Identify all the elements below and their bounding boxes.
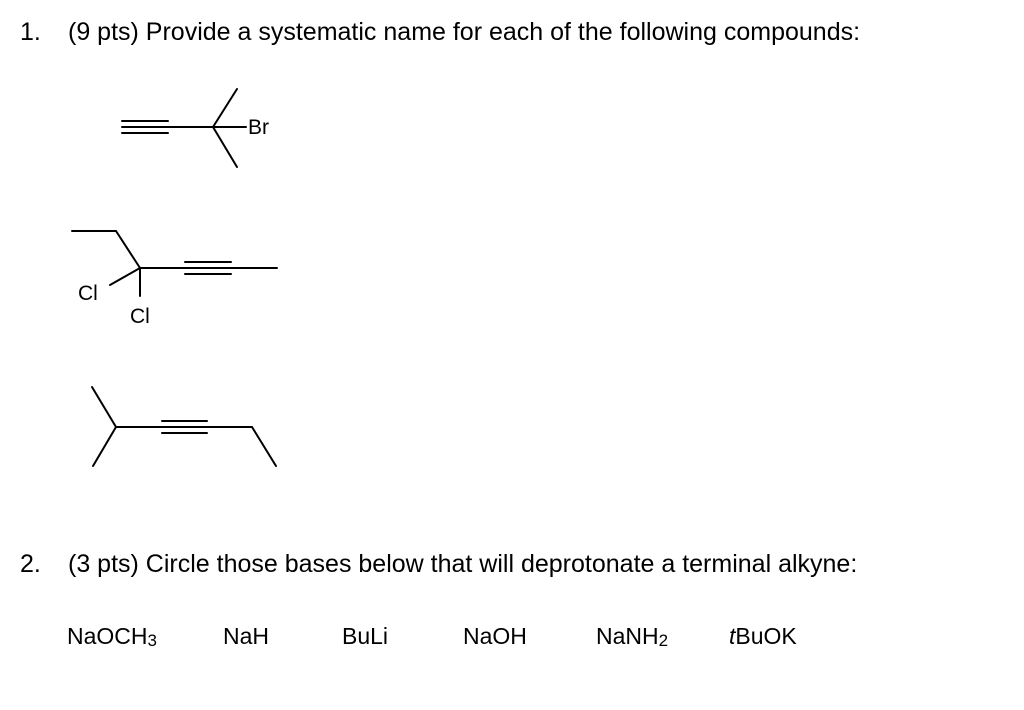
bond [92,426,117,467]
bond [109,267,141,286]
bond [91,386,117,428]
base-formula: BuLi [342,623,389,649]
atom-label-br: Br [248,116,269,139]
question-2-number: 2. [20,550,41,578]
base-subscript: 3 [147,631,157,650]
structure-diagrams: Br Cl Cl [71,88,278,467]
bond [212,126,238,168]
base-option-naoch3[interactable]: NaOCH3 [67,622,157,655]
structure-1: Br [121,88,269,168]
base-option-naoh[interactable]: NaOH [463,622,527,650]
base-formula: BuOK [735,623,797,649]
base-subscript: 2 [658,631,669,650]
bond [251,426,277,467]
question-2-text: (3 pts) Circle those bases below that wi… [68,550,858,578]
base-option-tbuok[interactable]: tBuOK [729,622,797,650]
structure-3 [91,386,277,467]
base-formula: NaOH [463,623,527,649]
question-1-text: (9 pts) Provide a systematic name for ea… [68,18,861,46]
atom-label-cl: Cl [130,305,150,328]
atom-label-cl: Cl [78,282,98,305]
base-prefix: t [729,623,736,649]
bond [212,88,238,128]
base-formula: NaNH [596,623,659,649]
question-1-number: 1. [20,18,41,46]
bond [115,230,141,269]
base-option-nah[interactable]: NaH [223,622,269,650]
base-option-buli[interactable]: BuLi [342,622,388,650]
base-option-nanh2[interactable]: NaNH2 [596,622,668,655]
base-formula: NaH [223,623,270,649]
structure-2: Cl Cl [71,230,278,328]
base-formula: NaOCH [67,623,148,649]
